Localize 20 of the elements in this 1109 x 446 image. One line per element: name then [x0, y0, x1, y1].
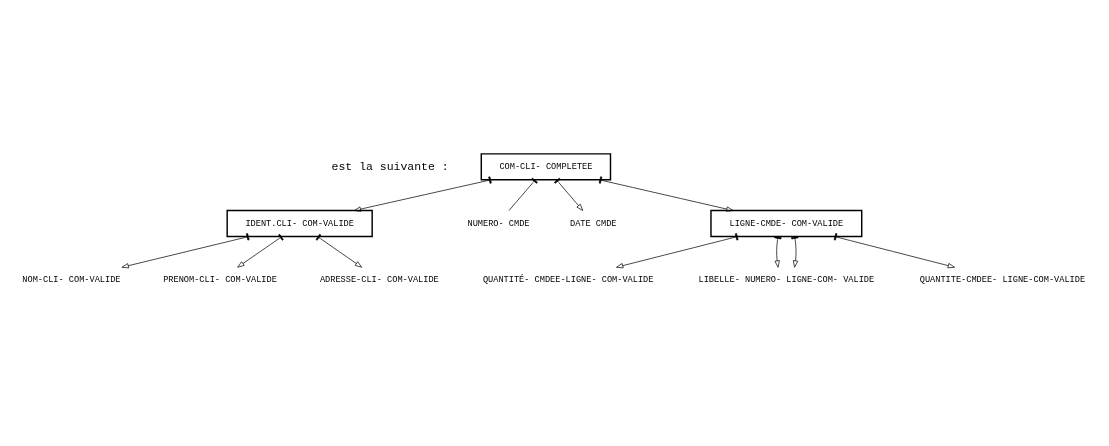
node-text: QUANTITE-CMDEE- LIGNE-COM-VALIDE — [919, 274, 1086, 285]
arrow — [833, 232, 955, 268]
connector — [508, 177, 538, 211]
arrow — [315, 233, 363, 268]
node-text: NUMERO- CMDE — [467, 218, 530, 229]
label: est la suivante : — [331, 159, 449, 173]
arrow — [774, 235, 782, 268]
arrow — [791, 235, 799, 268]
arrow — [237, 233, 284, 268]
node-text: QUANTITÉ- CMDEE-LIGNE- COM-VALIDE — [482, 274, 654, 285]
node-text: PRENOM-CLI- COM-VALIDE — [163, 274, 277, 285]
node-text: NOM-CLI- COM-VALIDE — [22, 274, 121, 285]
arrow — [616, 232, 739, 268]
node-text: LIBELLE- NUMERO- LIGNE-COM- VALIDE — [698, 274, 875, 285]
arrow — [353, 175, 492, 212]
node-text: DATE CMDE — [570, 218, 617, 229]
arrow — [554, 177, 584, 211]
arrow — [121, 232, 250, 268]
arrow — [598, 175, 734, 212]
node-text: ADRESSE-CLI- COM-VALIDE — [319, 274, 439, 285]
